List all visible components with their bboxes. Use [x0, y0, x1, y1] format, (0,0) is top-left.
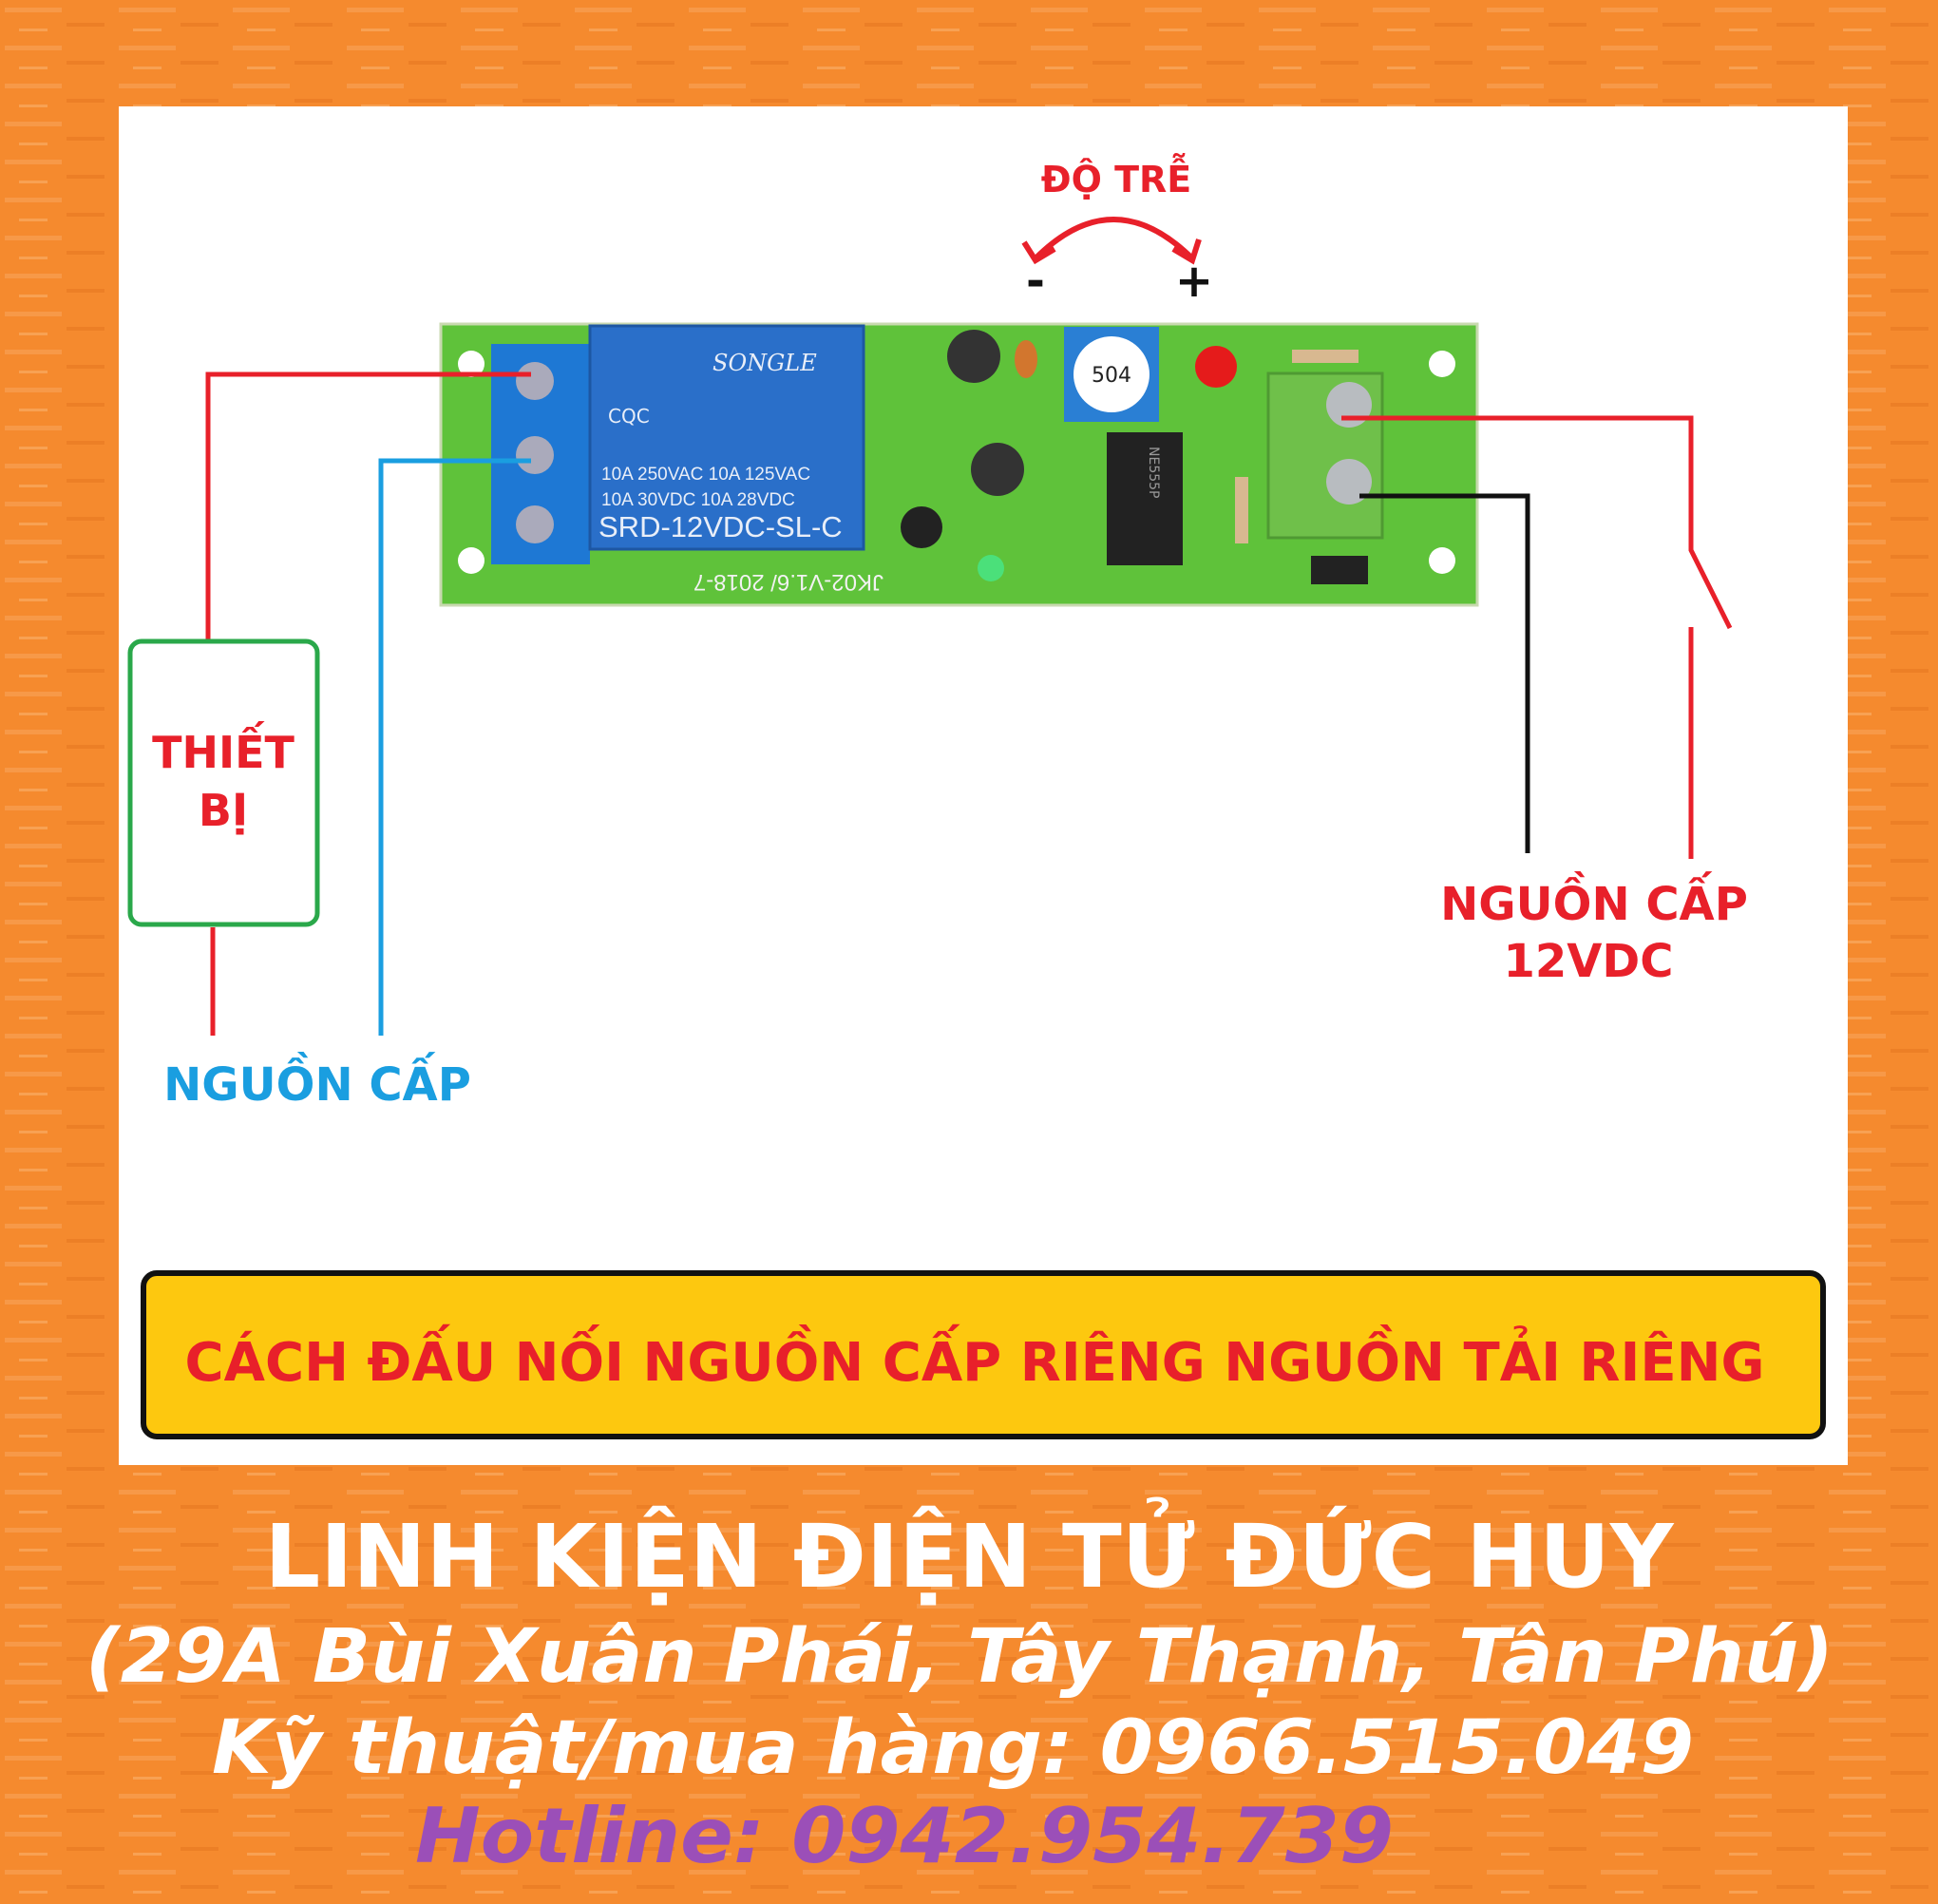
- company-name: LINH KIỆN ĐIỆN TỬ ĐỨC HUY: [265, 1495, 1675, 1608]
- company-address: (29A Bùi Xuân Phái, Tây Thạnh, Tân Phú): [86, 1614, 1834, 1700]
- potentiometer: 504: [1064, 327, 1159, 422]
- blue-wire-load: [378, 458, 531, 1036]
- delay-label: ĐỘ TRỄ: [1041, 154, 1192, 200]
- svg-text:10A 250VAC 10A 125VAC: 10A 250VAC 10A 125VAC: [601, 465, 810, 485]
- load-power-label: NGUỒN CẤP: [163, 1052, 471, 1112]
- relay-timer-board: SONGLE CQC 10A 250VAC 10A 125VAC 10A 30V…: [439, 322, 1479, 607]
- svg-text:NE555P: NE555P: [1146, 447, 1161, 498]
- red-wire-load: [205, 371, 531, 639]
- device-label-line2: BỊ: [199, 785, 248, 836]
- white-panel: [119, 106, 1848, 1465]
- relay: SONGLE CQC 10A 250VAC 10A 125VAC 10A 30V…: [588, 324, 865, 551]
- tech-phone: Kỹ thuật/mua hàng: 0966.515.049: [212, 1705, 1694, 1791]
- title-banner: [141, 1270, 1826, 1439]
- hotline: Hotline: 0942.954.739: [415, 1792, 1394, 1880]
- device-box: [127, 638, 320, 927]
- supply-label-line2: 12VDC: [1503, 935, 1673, 988]
- svg-text:CQC: CQC: [608, 405, 650, 428]
- supply-label-line1: NGUỒN CẤP: [1440, 871, 1748, 931]
- svg-text:SONGLE: SONGLE: [712, 350, 817, 376]
- device-label-line1: THIẾT: [152, 721, 294, 778]
- svg-text:10A 30VDC 10A 28VDC: 10A 30VDC 10A 28VDC: [601, 490, 795, 510]
- svg-text:504: 504: [1092, 364, 1131, 388]
- black-wire-supply: [1359, 493, 1530, 853]
- plus-sign: +: [1175, 255, 1213, 308]
- delay-arrow-icon: [1021, 217, 1202, 265]
- banner-title: CÁCH ĐẤU NỐI NGUỒN CẤP RIÊNG NGUỒN TẢI R…: [185, 1325, 1765, 1394]
- ne555-ic: NE555P: [1107, 432, 1183, 565]
- svg-text:JK02-V1.6/ 2018-7: JK02-V1.6/ 2018-7: [694, 569, 884, 595]
- output-terminal-block: [491, 344, 590, 564]
- svg-text:SRD-12VDC-SL-C: SRD-12VDC-SL-C: [598, 510, 843, 543]
- input-terminal-block: [1266, 371, 1384, 540]
- minus-sign: -: [1026, 255, 1045, 308]
- red-wire-supply: [1341, 415, 1733, 630]
